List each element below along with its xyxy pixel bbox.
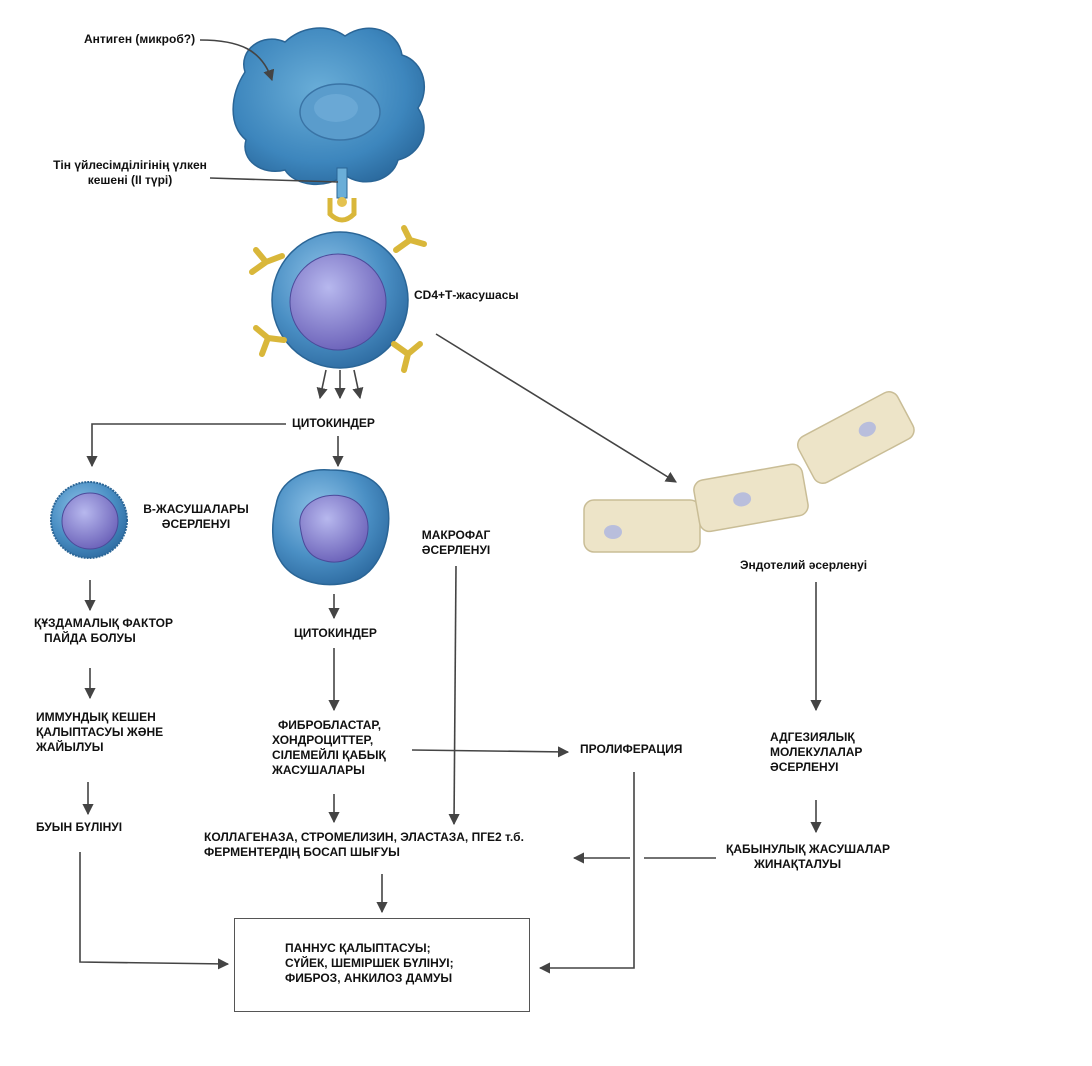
fibroblast-to-proliferation-arrow — [411, 746, 570, 758]
fibroblasts-line3: СІЛЕМЕЙЛІ ҚАБЫҚ — [272, 748, 386, 762]
immune-complex-label: ИММУНДЫҚ КЕШЕН ҚАЛЫПТАСУЫ ЖӘНЕ ЖАЙЫЛУЫ — [36, 710, 163, 755]
outcome-line2: СҮЙЕК, ШЕМІРШЕК БҮЛІНУІ; — [285, 956, 454, 970]
mhc-label: Тін үйлесімділігінің үлкен кешені (II тү… — [40, 158, 220, 188]
endothelial-cells — [583, 391, 915, 553]
cytokines-mid-label: ЦИТОКИНДЕР — [294, 626, 377, 640]
mhc-label-line2: кешені (II түрі) — [87, 173, 173, 187]
antigen-arrow — [199, 39, 275, 82]
outcome-box: ПАННУС ҚАЛЫПТАСУЫ; СҮЙЕК, ШЕМІРШЕК БҮЛІН… — [234, 918, 530, 1012]
adhesion-molecules-line1: АДГЕЗИЯЛЫҚ — [770, 730, 855, 744]
antigen-presenting-cell — [232, 27, 426, 223]
cd4-t-cell — [271, 231, 409, 369]
proliferation-label: ПРОЛИФЕРАЦИЯ — [580, 742, 683, 756]
adhesion-molecules-label: АДГЕЗИЯЛЫҚ МОЛЕКУЛАЛАР ӘСЕРЛЕНУІ — [770, 730, 862, 775]
outcome-line1: ПАННУС ҚАЛЫПТАСУЫ; — [285, 941, 431, 955]
macrophage-activation-label: МАКРОФАГ ӘСЕРЛЕНУІ — [412, 528, 500, 558]
mhc-label-line1: Тін үйлесімділігінің үлкен — [53, 158, 207, 172]
adhesion-molecules-line3: ӘСЕРЛЕНУІ — [770, 760, 839, 774]
rheumatoid-factor-label: ҚҰЗДАМАЛЫҚ ФАКТОР ПАЙДА БОЛУЫ — [34, 616, 173, 646]
enzymes-release-label: КОЛЛАГЕНАЗА, СТРОМЕЛИЗИН, ЭЛАСТАЗА, ПГЕ2… — [204, 830, 524, 860]
cytokines-to-b-cell-arrow — [86, 423, 286, 468]
inflammatory-cells-line1: ҚАБЫНУЛЫҚ ЖАСУШАЛАР — [726, 842, 891, 856]
b-cell-activation-line1: В-ЖАСУШАЛАРЫ — [143, 502, 249, 516]
immune-complex-line1: ИММУНДЫҚ КЕШЕН — [36, 710, 156, 724]
cytokines-top-label: ЦИТОКИНДЕР — [292, 416, 375, 430]
macrophage-activation-line1: МАКРОФАГ — [421, 528, 491, 542]
proliferation-down-arrow — [538, 772, 635, 974]
t-cell-to-endothelium-arrow — [435, 333, 677, 483]
macrophage-activation-arrow — [448, 565, 460, 826]
fibroblasts-line4: ЖАСУШАЛАРЫ — [272, 763, 365, 777]
b-cell-activation-line2: ӘСЕРЛЕНУІ — [161, 517, 231, 531]
antigen-label: Антиген (микроб?) — [84, 32, 196, 46]
fibroblasts-line2: ХОНДРОЦИТТЕР, — [272, 733, 374, 747]
b-cell-activation-label: В-ЖАСУШАЛАРЫ ӘСЕРЛЕНУІ — [142, 502, 250, 532]
joint-destruction-label: БУЫН БҮЛІНУІ — [36, 820, 123, 834]
enzymes-release-line1: КОЛЛАГЕНАЗА, СТРОМЕЛИЗИН, ЭЛАСТАЗА, ПГЕ2… — [204, 830, 524, 844]
t-cell-cytokine-arrow-3 — [352, 369, 364, 400]
fibroblasts-line1: ФИБРОБЛАСТАР, — [278, 718, 382, 732]
mhc-pointer — [209, 177, 339, 183]
macrophage-cell — [272, 469, 390, 586]
immune-complex-line3: ЖАЙЫЛУЫ — [36, 740, 104, 754]
outcome-line3: ФИБРОЗ, АНКИЛОЗ ДАМУЫ — [285, 971, 453, 985]
adhesion-molecules-line2: МОЛЕКУЛАЛАР — [770, 745, 863, 759]
fibroblasts-label: ФИБРОБЛАСТАР, ХОНДРОЦИТТЕР, СІЛЕМЕЙЛІ ҚА… — [272, 718, 386, 778]
b-cell — [50, 481, 128, 559]
rheumatoid-factor-line2: ПАЙДА БОЛУЫ — [44, 631, 136, 645]
enzymes-release-line2: ФЕРМЕНТЕРДІҢ БОСАП ШЫҒУЫ — [204, 845, 400, 859]
inflammatory-cells-label: ҚАБЫНУЛЫҚ ЖАСУШАЛАР ЖИНАҚТАЛУЫ — [726, 842, 890, 872]
cd4-t-cell-label: CD4+Т-жасушасы — [414, 288, 519, 302]
connectors — [79, 39, 822, 974]
inflammatory-cells-line2: ЖИНАҚТАЛУЫ — [754, 857, 842, 871]
joint-destruction-to-result-arrow — [79, 852, 230, 970]
endothelium-activation-label: Эндотелий әсерленуі — [740, 558, 868, 572]
macrophage-activation-line2: ӘСЕРЛЕНУІ — [421, 543, 491, 557]
t-cell-receptors — [249, 225, 427, 373]
t-cell-cytokine-arrow-1 — [316, 369, 328, 400]
rheumatoid-factor-line1: ҚҰЗДАМАЛЫҚ ФАКТОР — [34, 616, 173, 630]
immune-complex-line2: ҚАЛЫПТАСУЫ ЖӘНЕ — [36, 725, 164, 739]
outcome-text: ПАННУС ҚАЛЫПТАСУЫ; СҮЙЕК, ШЕМІРШЕК БҮЛІН… — [285, 941, 454, 986]
